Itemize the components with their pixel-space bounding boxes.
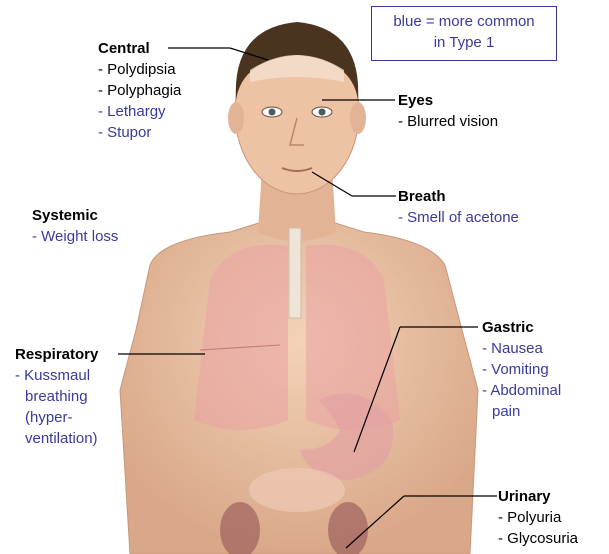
legend-line-2: in Type 1 xyxy=(372,32,556,53)
central-item: - Stupor xyxy=(98,122,181,143)
respiratory-group: Respiratory - Kussmaul breathing (hyper-… xyxy=(15,344,98,449)
left-ear xyxy=(228,102,244,134)
urinary-group: Urinary - Polyuria - Glycosuria xyxy=(498,486,578,549)
systemic-title: Systemic xyxy=(32,205,118,226)
gastric-item: - Nausea xyxy=(482,338,561,359)
gastric-item: pain xyxy=(482,401,561,422)
legend-box: blue = more common in Type 1 xyxy=(371,6,557,61)
central-item: - Polyphagia xyxy=(98,80,181,101)
urinary-title: Urinary xyxy=(498,486,578,507)
systemic-item: - Weight loss xyxy=(32,226,118,247)
gastric-item: - Abdominal xyxy=(482,380,561,401)
eyes-title: Eyes xyxy=(398,90,498,111)
respiratory-item: ventilation) xyxy=(15,428,98,449)
central-item: - Lethargy xyxy=(98,101,181,122)
respiratory-item: breathing xyxy=(15,386,98,407)
gastric-item: - Vomiting xyxy=(482,359,561,380)
eyes-item: - Blurred vision xyxy=(398,111,498,132)
breath-item: - Smell of acetone xyxy=(398,207,519,228)
gastric-title: Gastric xyxy=(482,317,561,338)
central-item: - Polydipsia xyxy=(98,59,181,80)
respiratory-item: - Kussmaul xyxy=(15,365,98,386)
respiratory-title: Respiratory xyxy=(15,344,98,365)
central-title: Central xyxy=(98,38,181,59)
trachea xyxy=(289,228,301,318)
urinary-item: - Polyuria xyxy=(498,507,578,528)
intestines xyxy=(249,468,345,512)
urinary-item: - Glycosuria xyxy=(498,528,578,549)
left-iris xyxy=(269,109,276,116)
legend-line-1: blue = more common xyxy=(372,11,556,32)
right-ear xyxy=(350,102,366,134)
eyes-group: Eyes - Blurred vision xyxy=(398,90,498,132)
gastric-group: Gastric - Nausea - Vomiting - Abdominal … xyxy=(482,317,561,422)
breath-group: Breath - Smell of acetone xyxy=(398,186,519,228)
systemic-group: Systemic - Weight loss xyxy=(32,205,118,247)
central-group: Central - Polydipsia - Polyphagia - Leth… xyxy=(98,38,181,143)
breath-title: Breath xyxy=(398,186,519,207)
respiratory-item: (hyper- xyxy=(15,407,98,428)
right-iris xyxy=(319,109,326,116)
